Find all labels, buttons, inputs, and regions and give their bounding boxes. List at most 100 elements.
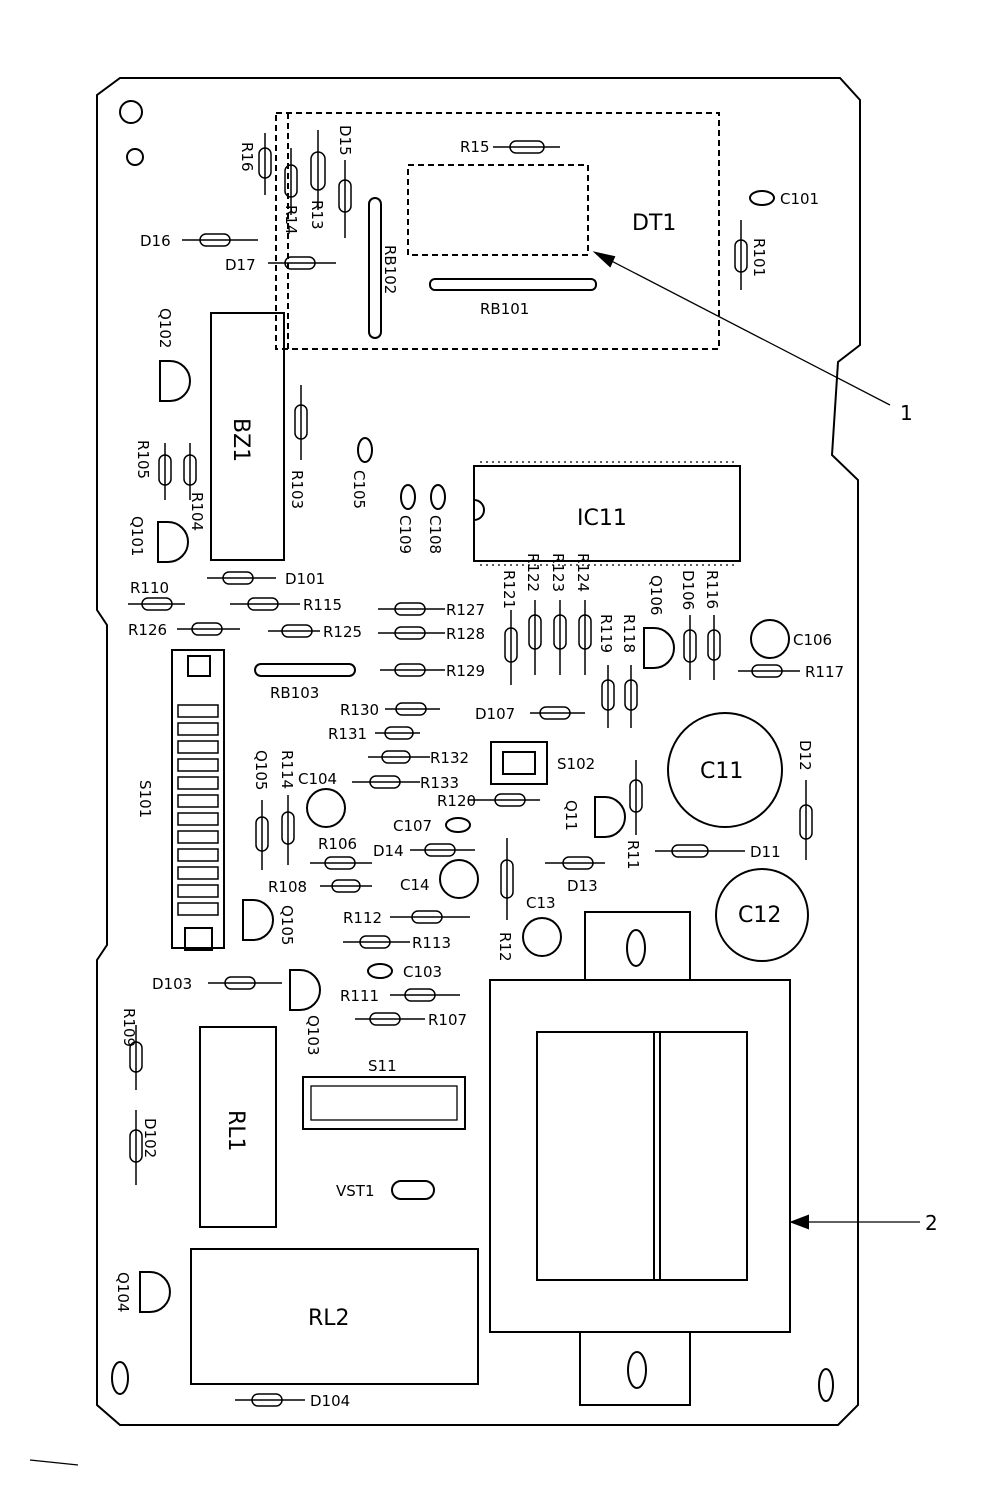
s11 [302, 1076, 466, 1130]
label-r127: R127 [446, 601, 485, 619]
label-r107: R107 [428, 1011, 467, 1029]
c108 [430, 484, 446, 510]
callout-1: 1 [900, 401, 913, 425]
s102 [490, 741, 548, 785]
label-r120: R120 [437, 792, 476, 810]
label-d102: D102 [141, 1118, 159, 1158]
label-d11: D11 [750, 843, 781, 861]
label-r115: R115 [303, 596, 342, 614]
label-r126: R126 [128, 621, 167, 639]
label-c105: C105 [350, 470, 368, 509]
label-r125: R125 [323, 623, 362, 641]
q106 [643, 627, 675, 669]
label-r118: R118 [620, 614, 638, 653]
c104 [306, 788, 346, 828]
label-c109: C109 [396, 515, 414, 554]
label-r131: R131 [328, 725, 367, 743]
rl1 [199, 1026, 277, 1228]
transformer-bracket [584, 911, 691, 980]
label-c101: C101 [780, 190, 819, 208]
label-d16: D16 [140, 232, 171, 250]
bz1 [210, 312, 285, 561]
s101 [171, 649, 225, 949]
label-d15: D15 [336, 125, 354, 156]
label-r130: R130 [340, 701, 379, 719]
label-r12: R12 [496, 932, 514, 962]
label-c106: C106 [793, 631, 832, 649]
label-q102: Q102 [156, 308, 174, 348]
q103 [289, 969, 321, 1011]
label-r133: R133 [420, 774, 459, 792]
label-r110: R110 [130, 579, 169, 597]
label-r132: R132 [430, 749, 469, 767]
label-r116: R116 [703, 570, 721, 609]
mounting-hole [119, 100, 143, 124]
label-c107: C107 [393, 817, 432, 835]
callout-2: 2 [925, 1211, 938, 1235]
board-outline [96, 77, 861, 1426]
label-r11: R11 [624, 840, 642, 870]
rl2 [190, 1248, 479, 1385]
label-r109: R109 [120, 1008, 138, 1047]
label-dt1: DT1 [632, 211, 676, 236]
transformer [489, 979, 791, 1333]
q105 [242, 899, 274, 941]
label-q106: Q106 [647, 575, 665, 615]
label-r103: R103 [288, 470, 306, 509]
label-rb102: RB102 [381, 245, 399, 294]
mounting-hole [126, 148, 144, 166]
label-d101: D101 [285, 570, 325, 588]
label-r124: R124 [574, 553, 592, 592]
q102 [159, 360, 191, 402]
rb102 [368, 197, 382, 339]
q104 [139, 1271, 171, 1313]
dt1-outline [275, 112, 720, 350]
label-r129: R129 [446, 662, 485, 680]
label-q101: Q101 [128, 516, 146, 556]
label-r128: R128 [446, 625, 485, 643]
label-rl2: RL2 [308, 1306, 350, 1331]
label-d104: D104 [310, 1392, 350, 1410]
label-rb103: RB103 [270, 684, 319, 702]
mounting-hole [111, 1361, 129, 1395]
label-s102: S102 [557, 755, 595, 773]
label-q105: Q105 [278, 905, 296, 945]
c11 [667, 712, 783, 828]
label-r112: R112 [343, 909, 382, 927]
label-s11: S11 [368, 1057, 397, 1075]
label-c108: C108 [426, 515, 444, 554]
c14 [439, 859, 479, 899]
label-r108: R108 [268, 878, 307, 896]
label-bz1: BZ1 [228, 418, 253, 462]
c12 [715, 868, 809, 962]
label-d103: D103 [152, 975, 192, 993]
c106 [750, 619, 790, 659]
rb103 [254, 663, 356, 677]
rb101 [429, 278, 597, 291]
c13 [522, 917, 562, 957]
ic11 [473, 465, 741, 562]
vst1 [391, 1180, 435, 1200]
label-d14: D14 [373, 842, 404, 860]
label-s101: S101 [136, 780, 154, 818]
label-d13: D13 [567, 877, 598, 895]
label-r13: R13 [308, 200, 326, 230]
label-r105: R105 [134, 440, 152, 479]
label-c104: C104 [298, 770, 337, 788]
label-d106: D106 [679, 570, 697, 610]
label-d12: D12 [796, 740, 814, 771]
label-r114: R114 [278, 750, 296, 789]
label-rb101: RB101 [480, 300, 529, 318]
label-r122: R122 [524, 553, 542, 592]
label-ic11: IC11 [577, 506, 627, 531]
label-q104: Q104 [114, 1272, 132, 1312]
label-r14: R14 [282, 205, 300, 235]
label-d17: D17 [225, 256, 256, 274]
label-r111: R111 [340, 987, 379, 1005]
c109 [400, 484, 416, 510]
label-q11: Q11 [562, 800, 580, 831]
label-r16: R16 [238, 142, 256, 172]
label-rl1: RL1 [223, 1110, 248, 1152]
label-c103: C103 [403, 963, 442, 981]
